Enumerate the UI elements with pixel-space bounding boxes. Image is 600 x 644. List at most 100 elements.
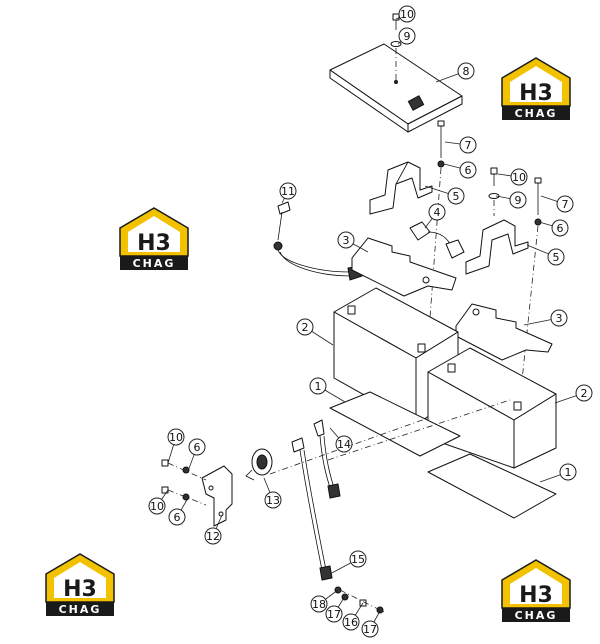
logo-wordmark: CHAG xyxy=(515,609,558,622)
callout-circle xyxy=(550,309,568,327)
callout-15: 15 xyxy=(349,550,367,568)
callout-10: 10 xyxy=(510,168,528,186)
callout-circle xyxy=(349,550,367,568)
callout-14: 14 xyxy=(335,435,353,453)
callout-9: 9 xyxy=(509,191,527,209)
callout-number: 1 xyxy=(315,380,322,393)
logo-house-inner xyxy=(510,66,562,102)
callout-circle xyxy=(310,595,328,613)
callout-circle xyxy=(325,605,343,623)
logo-mark: H3 xyxy=(137,231,171,256)
callout-5: 5 xyxy=(547,248,565,266)
callout-circle xyxy=(337,231,355,249)
callout-number: 3 xyxy=(556,312,563,325)
callout-circle xyxy=(204,527,222,545)
callout-number: 5 xyxy=(453,190,460,203)
callout-number: 5 xyxy=(553,251,560,264)
callout-number: 9 xyxy=(404,30,411,43)
logo-house-inner xyxy=(128,216,180,252)
callout-6: 6 xyxy=(168,508,186,526)
callout-circle xyxy=(459,161,477,179)
callout-circle xyxy=(556,195,574,213)
hold-down-bracket-right xyxy=(465,219,529,275)
callout-number: 17 xyxy=(363,623,377,636)
bracket-screws xyxy=(161,459,207,506)
callout-number: 18 xyxy=(312,598,326,611)
battery-terminal xyxy=(409,221,465,259)
battery-cover xyxy=(329,43,463,133)
callout-circle xyxy=(559,463,577,481)
callout-16: 16 xyxy=(342,613,360,631)
callout-2: 2 xyxy=(296,318,314,336)
callout-number: 10 xyxy=(150,500,164,513)
callout-circle xyxy=(575,384,593,402)
callout-circle xyxy=(459,136,477,154)
callout-11: 11 xyxy=(279,182,297,200)
callout-6: 6 xyxy=(551,219,569,237)
callout-circle xyxy=(547,248,565,266)
callout-1: 1 xyxy=(309,377,327,395)
logo-house-inner xyxy=(510,568,562,604)
callout-10: 10 xyxy=(148,497,166,515)
callout-number: 4 xyxy=(434,206,441,219)
callout-circle xyxy=(296,318,314,336)
callout-circle xyxy=(342,613,360,631)
callout-number: 2 xyxy=(581,387,588,400)
long-bolt-right xyxy=(519,177,542,401)
callout-circle xyxy=(168,508,186,526)
callout-number: 7 xyxy=(465,139,472,152)
logo-mark: H3 xyxy=(519,583,553,608)
callout-number: 6 xyxy=(465,164,472,177)
callout-number: 2 xyxy=(302,321,309,334)
callout-6: 6 xyxy=(188,438,206,456)
callout-10: 10 xyxy=(167,428,185,446)
callout-number: 6 xyxy=(194,441,201,454)
callout-8: 8 xyxy=(457,62,475,80)
callout-circle xyxy=(457,62,475,80)
logo-house-inner xyxy=(54,562,106,598)
callout-number: 6 xyxy=(557,222,564,235)
callout-circle xyxy=(428,203,446,221)
callout-number: 8 xyxy=(463,65,470,78)
callout-number: 10 xyxy=(169,431,183,444)
callout-number: 14 xyxy=(337,438,351,451)
insulation-plate-right xyxy=(455,303,553,361)
callout-18: 18 xyxy=(310,595,328,613)
logo-wordmark-bar xyxy=(46,602,114,616)
callout-circle xyxy=(447,187,465,205)
logo-wordmark: CHAG xyxy=(59,603,102,616)
hold-down-bracket-left xyxy=(369,161,433,215)
callout-3: 3 xyxy=(337,231,355,249)
callout-number: 10 xyxy=(400,8,414,21)
callout-circle xyxy=(361,620,379,638)
callout-circle xyxy=(309,377,327,395)
logo-mark: H3 xyxy=(63,577,97,602)
callout-6: 6 xyxy=(459,161,477,179)
battery-cable xyxy=(313,419,341,499)
callout-number: 11 xyxy=(281,185,295,198)
logo-wordmark-bar xyxy=(502,608,570,622)
battery-right xyxy=(427,347,557,469)
callout-7: 7 xyxy=(459,136,477,154)
callout-circle xyxy=(398,27,416,45)
battery-switch xyxy=(245,448,273,481)
callout-7: 7 xyxy=(556,195,574,213)
callout-circle xyxy=(510,168,528,186)
base-pad-left xyxy=(329,391,461,457)
logo-wordmark: CHAG xyxy=(515,107,558,120)
callout-12: 12 xyxy=(204,527,222,545)
callout-17: 17 xyxy=(361,620,379,638)
callout-number: 3 xyxy=(343,234,350,247)
callout-circle xyxy=(335,435,353,453)
logo-wordmark: CHAG xyxy=(133,257,176,270)
callout-number: 15 xyxy=(351,553,365,566)
callout-3: 3 xyxy=(550,309,568,327)
